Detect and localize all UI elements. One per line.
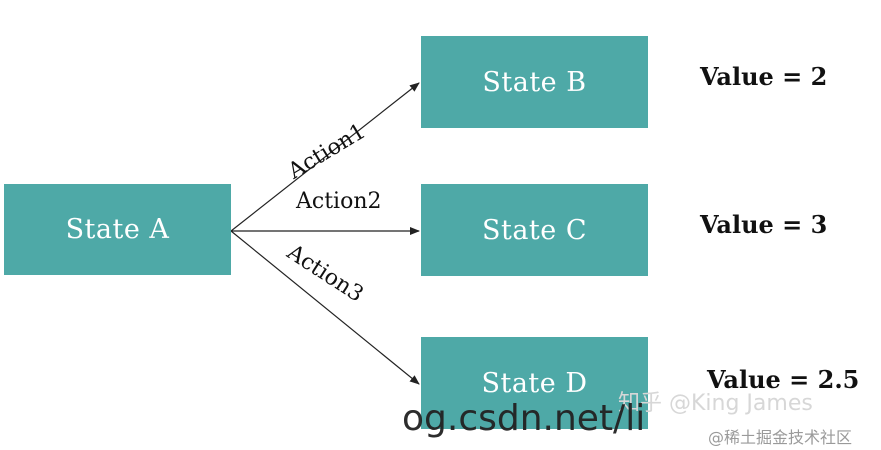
arrow-action1: [230, 82, 420, 232]
juejin-watermark: @稀土掘金技术社区: [708, 428, 853, 447]
value-c-label: Value = 3: [700, 210, 828, 239]
zhihu-watermark: 知乎 @King James: [618, 391, 813, 416]
state-d-node: State D: [421, 337, 648, 429]
csdn-watermark: og.csdn.net/li: [402, 398, 646, 439]
state-c-node: State C: [421, 184, 648, 276]
value-d-label: Value = 2.5: [707, 365, 860, 394]
arrow-action3: [230, 230, 420, 385]
state-d-label: State D: [481, 367, 588, 399]
state-b-label: State B: [482, 66, 587, 98]
value-b-label: Value = 2: [700, 62, 828, 91]
state-a-label: State A: [65, 214, 170, 245]
state-a-node: State A: [4, 184, 231, 275]
state-b-node: State B: [421, 36, 648, 128]
action2-label: Action2: [296, 189, 382, 214]
state-c-label: State C: [481, 214, 587, 246]
